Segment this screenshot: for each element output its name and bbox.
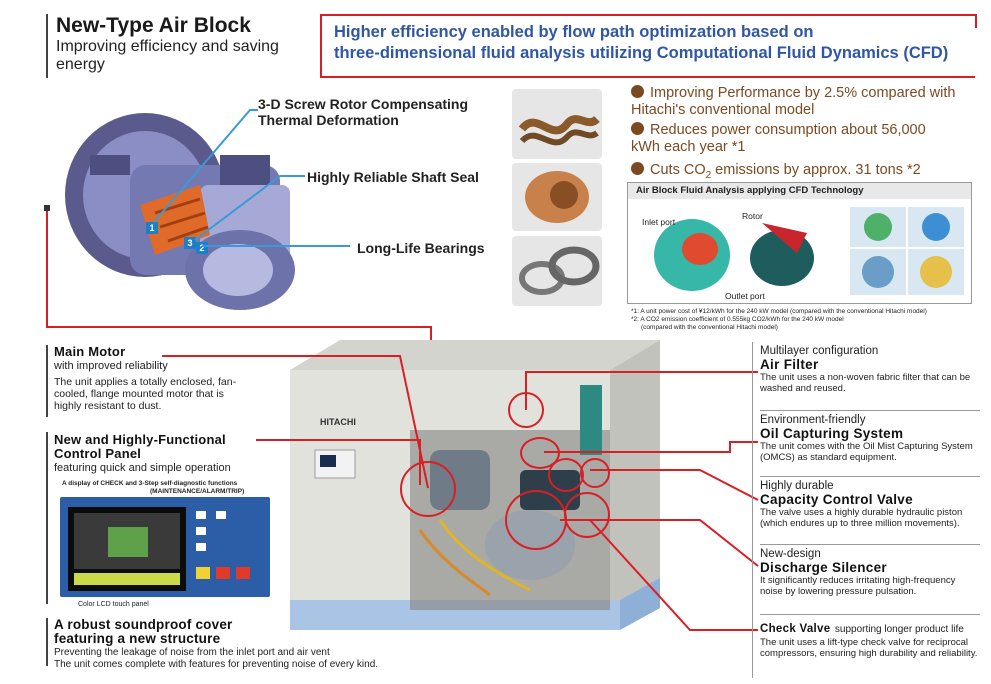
pointer-lines <box>153 109 350 247</box>
main-motor-body: The unit applies a totally enclosed, fan… <box>54 376 237 412</box>
bullet-icon <box>631 122 644 135</box>
banner-top-line <box>320 14 975 16</box>
right-sections-divider <box>752 342 753 678</box>
connector-dot <box>44 205 50 211</box>
main-motor-heading: Main Motor <box>54 344 126 359</box>
feature-power: Reduces power consumption about 56,000 k… <box>631 122 926 155</box>
bearings-label: Long-Life Bearings <box>357 240 485 256</box>
motor-section-bar <box>46 345 48 417</box>
page-subtitle: Improving efficiency and saving energy <box>56 38 279 73</box>
bullet-icon <box>631 162 644 175</box>
cfd-banner: Higher efficiency enabled by flow path o… <box>334 22 964 64</box>
rotor-label: 3-D Screw Rotor Compensating Thermal Def… <box>258 96 469 128</box>
capacity-valve-section: Highly durable Capacity Control Valve Th… <box>760 480 963 529</box>
title-accent-bar <box>46 14 48 78</box>
cfd-note-1: *1: A unit power cost of ¥12/kWh for the… <box>631 308 927 315</box>
seal-label: Highly Reliable Shaft Seal <box>307 169 479 185</box>
page-title: New-Type Air Block <box>56 14 251 37</box>
cfd-images <box>654 207 964 295</box>
control-panel-heading-1: New and Highly-Functional <box>54 432 226 447</box>
cfd-outlet-label: Outlet port <box>725 291 765 301</box>
motor-callout-circle <box>400 461 456 517</box>
screw-rotor-photo <box>512 89 602 159</box>
control-panel-note-2: (MAINTENANCE/ALARM/TRIP) <box>150 488 245 495</box>
cfd-title: Air Block Fluid Analysis applying CFD Te… <box>628 183 971 199</box>
cover-heading-2: featuring a new structure <box>54 631 221 646</box>
check-valve-section: Check Valve supporting longer product li… <box>760 623 978 659</box>
banner-right-tick <box>975 14 977 28</box>
air-filter-section: Multilayer configuration Air Filter The … <box>760 345 971 394</box>
bearings-photo <box>512 236 602 306</box>
feature-performance: Improving Performance by 2.5% compared w… <box>631 85 956 118</box>
cfd-note-3: (compared with the conventional Hitachi … <box>641 324 778 331</box>
air-block-illustration <box>65 113 295 310</box>
cfd-note-2: *2: A CO2 emission coefficient of 0.555k… <box>631 316 844 323</box>
cover-body-2: The unit comes complete with features fo… <box>54 659 379 670</box>
check-valve-callout-circle <box>564 492 610 538</box>
cfd-rotor-label: Rotor <box>742 211 763 221</box>
badge-3: 3 <box>184 237 196 249</box>
lcd-caption: Color LCD touch panel <box>78 601 149 608</box>
control-panel-note-1: A display of CHECK and 3-Step self-diagn… <box>62 480 238 487</box>
cfd-panel: Air Block Fluid Analysis applying CFD Te… <box>627 182 972 304</box>
control-panel-sub: featuring quick and simple operation <box>54 462 231 474</box>
cover-heading-1: A robust soundproof cover <box>54 617 233 632</box>
shaft-seal-photo <box>512 163 602 231</box>
oil-capturing-section: Environment-friendly Oil Capturing Syste… <box>760 414 973 463</box>
banner-line-2: three-dimensional fluid analysis utilizi… <box>334 44 949 62</box>
banner-bottom-line <box>320 76 975 78</box>
cover-section-bar <box>46 618 48 666</box>
cfd-inlet-label: Inlet port <box>642 217 676 227</box>
main-motor-sub: with improved reliability <box>54 360 168 372</box>
discharge-silencer-section: New-design Discharge Silencer It signifi… <box>760 548 956 597</box>
connector-horizontal <box>46 326 432 328</box>
panel-section-bar <box>46 432 48 604</box>
connector-vertical <box>46 208 48 328</box>
lcd-screen <box>68 507 186 591</box>
brand-logo: HITACHI <box>320 417 356 427</box>
control-panel-image <box>60 497 270 597</box>
bullet-icon <box>631 85 644 98</box>
feature-co2: Cuts CO2 emissions by approx. 31 tons *2 <box>631 162 971 184</box>
cover-body-1: Preventing the leakage of noise from the… <box>54 647 330 658</box>
valve-callout-circle-2 <box>580 458 610 488</box>
banner-left-line <box>320 14 322 76</box>
panel-buttons <box>196 511 260 579</box>
badge-1: 1 <box>146 222 158 234</box>
banner-line-1: Higher efficiency enabled by flow path o… <box>334 23 814 41</box>
control-panel-heading-2: Control Panel <box>54 446 142 461</box>
